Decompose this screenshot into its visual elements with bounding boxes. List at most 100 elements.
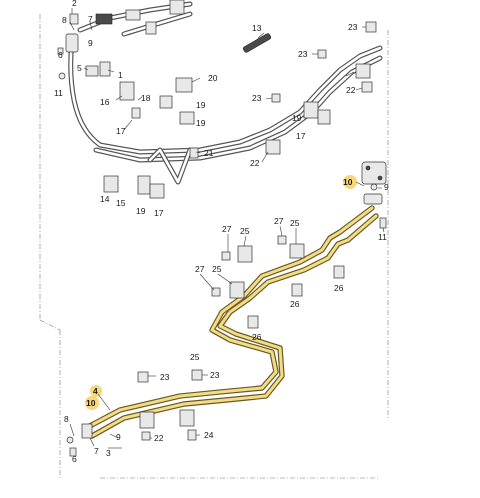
seal-9 <box>370 183 378 191</box>
nut-23 <box>271 93 281 103</box>
label-13: 13 <box>252 23 262 33</box>
label-18: 18 <box>141 93 151 103</box>
callout-labels: 2 8 7 9 13 23 23 5 6 1 11 16 20 18 19 17… <box>54 0 389 464</box>
clamp-25a <box>237 245 253 263</box>
clamp-top-right <box>355 63 371 79</box>
port-a <box>365 165 371 171</box>
oring <box>58 72 66 80</box>
label-26: 26 <box>290 299 300 309</box>
label-2: 2 <box>72 0 77 8</box>
label-8: 8 <box>64 414 69 424</box>
label-16: 16 <box>100 97 110 107</box>
bolt-13 <box>242 33 272 53</box>
label-9: 9 <box>384 182 389 192</box>
clamp-20 <box>175 77 193 93</box>
clamp-22 <box>361 81 373 93</box>
upper-pipe-assembly <box>68 1 383 185</box>
label-22: 22 <box>154 433 164 443</box>
nut-23b <box>317 49 327 59</box>
clamp-lower-b <box>179 409 195 427</box>
leader-lines <box>69 8 385 449</box>
highlight-4 <box>90 385 102 397</box>
nut-23d <box>137 371 149 383</box>
bolt-27b <box>277 235 287 245</box>
connector-block <box>95 13 113 25</box>
label-7: 7 <box>94 446 99 456</box>
bolt-27c <box>211 287 221 297</box>
label-1: 1 <box>118 70 123 80</box>
label-24: 24 <box>204 430 214 440</box>
label-5: 5 <box>77 63 82 73</box>
label-20: 20 <box>208 73 218 83</box>
nut-23e <box>191 369 203 381</box>
label-25: 25 <box>212 264 222 274</box>
label-19: 19 <box>196 118 206 128</box>
label-6: 6 <box>58 50 63 60</box>
bolt-11b <box>379 217 387 229</box>
bracket-21 <box>189 147 199 159</box>
clip-26a <box>333 265 345 279</box>
highlight-10-upper <box>343 175 357 189</box>
label-3: 3 <box>106 448 111 458</box>
label-7: 7 <box>88 14 93 24</box>
label-4: 4 <box>93 386 98 396</box>
bracket-14 <box>103 175 119 193</box>
label-9: 9 <box>116 432 121 442</box>
nut-23a <box>365 21 377 33</box>
label-26: 26 <box>252 332 262 342</box>
label-22: 22 <box>346 85 356 95</box>
label-27: 27 <box>222 224 232 234</box>
label-25: 25 <box>240 226 250 236</box>
bolt-6 <box>69 447 77 457</box>
label-14: 14 <box>100 194 110 204</box>
label-15: 15 <box>116 198 126 208</box>
end-fitting <box>81 423 93 439</box>
label-17: 17 <box>116 126 126 136</box>
port-b <box>377 175 383 181</box>
bolt-11 <box>57 47 64 55</box>
clamp-pair <box>317 109 331 125</box>
label-10: 10 <box>86 398 96 408</box>
oring-lower <box>66 436 74 444</box>
label-8: 8 <box>62 15 67 25</box>
label-25: 25 <box>190 352 200 362</box>
label-10: 10 <box>343 177 353 187</box>
bracket-22 <box>265 139 281 155</box>
clamp-19d <box>149 183 165 199</box>
label-23: 23 <box>348 22 358 32</box>
label-17: 17 <box>154 208 164 218</box>
clamp-25c <box>229 281 245 299</box>
label-11: 11 <box>54 88 63 98</box>
label-22: 22 <box>250 158 260 168</box>
highlight-10-lower <box>85 396 99 410</box>
label-23: 23 <box>298 49 308 59</box>
clamp-19b <box>179 111 195 125</box>
hose-fitting <box>65 33 79 53</box>
label-19: 19 <box>196 100 206 110</box>
clamp-15 <box>137 175 151 195</box>
clip-17 <box>131 107 141 119</box>
fitting-1 <box>99 61 111 77</box>
fitting-5 <box>85 65 99 77</box>
compressor-connector <box>361 161 387 185</box>
label-19: 19 <box>292 113 302 123</box>
bracket <box>169 0 185 15</box>
label-11: 11 <box>378 232 387 242</box>
label-23: 23 <box>160 372 170 382</box>
fitting-10a <box>363 193 383 205</box>
frame-outline <box>39 14 389 479</box>
label-21: 21 <box>204 148 214 158</box>
label-17: 17 <box>296 131 306 141</box>
clamp-25b <box>289 243 305 259</box>
bolt-22c <box>141 431 151 441</box>
bolt-27a <box>221 251 231 261</box>
label-9: 9 <box>88 38 93 48</box>
label-23: 23 <box>252 93 262 103</box>
bolt-24 <box>187 429 197 441</box>
clip-small <box>145 21 157 35</box>
label-6: 6 <box>72 454 77 464</box>
label-26: 26 <box>334 283 344 293</box>
label-25: 25 <box>290 218 300 228</box>
